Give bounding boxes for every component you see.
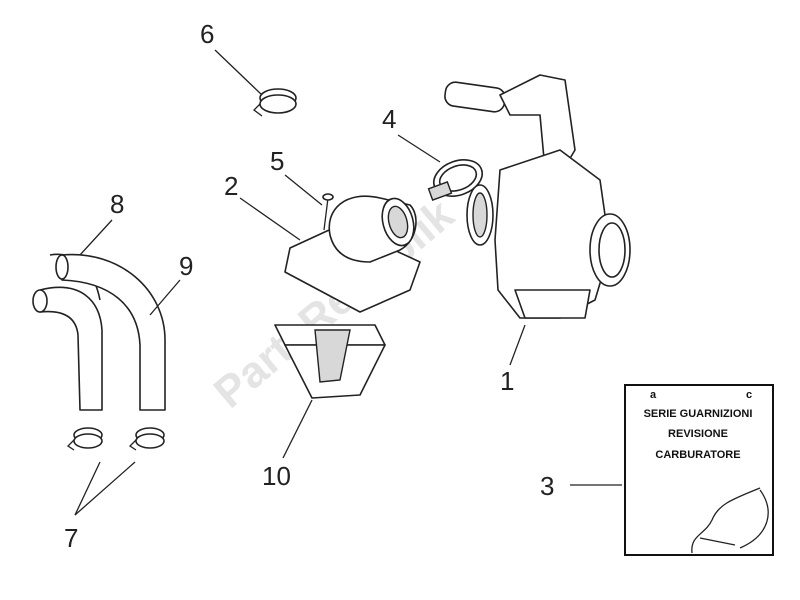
svg-text:SERIE GUARNIZIONI: SERIE GUARNIZIONI — [644, 408, 753, 420]
part-2-intake-manifold[interactable] — [284, 195, 421, 313]
callout-10: 10 — [262, 461, 291, 491]
callout-6: 6 — [200, 19, 214, 49]
callout-8: 8 — [110, 189, 124, 219]
part-4-clamp[interactable] — [427, 153, 488, 202]
part-1-carburetor[interactable] — [444, 74, 631, 319]
callout-4: 4 — [382, 104, 396, 134]
part-5-screw[interactable] — [322, 193, 334, 231]
part-6-clamp[interactable] — [253, 88, 297, 117]
svg-text:CARBURATORE: CARBURATORE — [655, 449, 740, 461]
leader-lines — [74, 49, 622, 516]
callout-3: 3 — [540, 471, 554, 501]
callout-9: 9 — [179, 251, 193, 281]
callout-7: 7 — [64, 523, 78, 553]
callout-1: 1 — [500, 366, 514, 396]
part-3-gasket-kit[interactable]: a c SERIE GUARNIZIONI REVISIONE CARBURAT… — [624, 384, 774, 556]
svg-text:c: c — [746, 389, 752, 401]
part-7-clamps[interactable] — [66, 427, 165, 451]
callout-2: 2 — [224, 171, 238, 201]
svg-text:REVISIONE: REVISIONE — [668, 428, 728, 440]
part-9-hose[interactable] — [55, 253, 166, 411]
part-10-reed-valve[interactable] — [274, 324, 386, 399]
svg-text:a: a — [650, 389, 657, 401]
callout-5: 5 — [270, 146, 284, 176]
